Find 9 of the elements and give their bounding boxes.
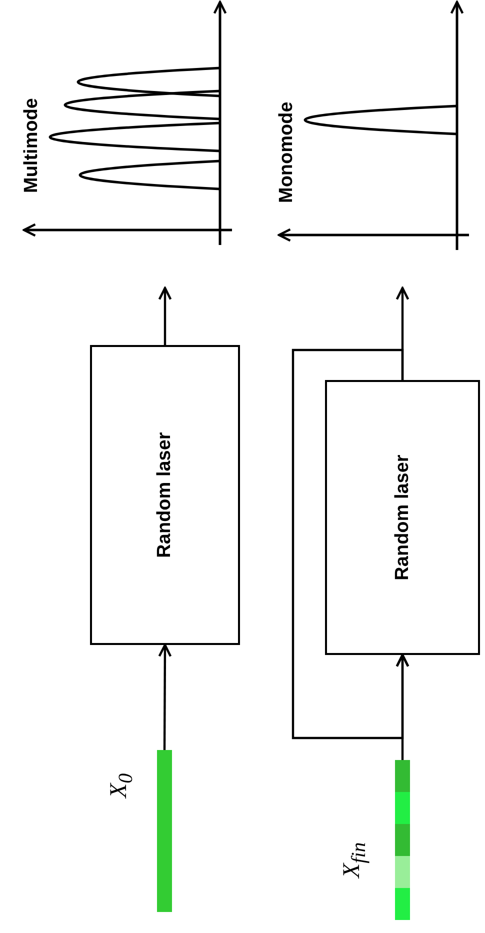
process-box — [325, 380, 480, 655]
box-label: Random laser — [392, 454, 414, 580]
arrow — [158, 644, 172, 750]
process-box — [90, 345, 240, 645]
feedback-arrow — [292, 348, 410, 740]
plot-title: Monomode — [277, 102, 296, 203]
plot-title: Multimode — [22, 98, 41, 193]
box-label: Random laser — [154, 432, 176, 558]
arrow — [158, 286, 172, 345]
